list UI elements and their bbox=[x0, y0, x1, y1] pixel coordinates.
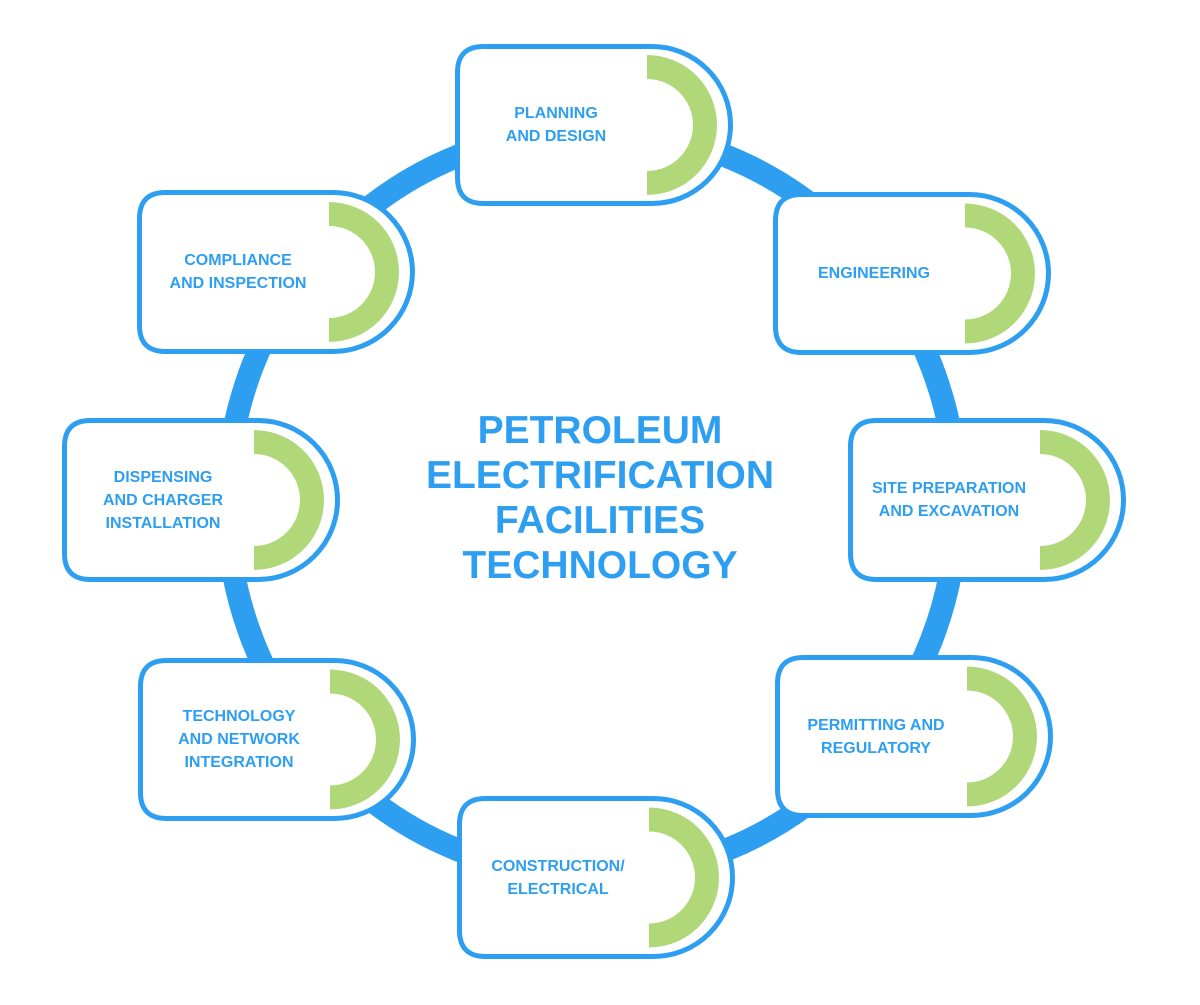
green-half-ring-icon bbox=[965, 203, 1035, 344]
stage-box-permitting bbox=[775, 655, 1053, 818]
stage-box-outline bbox=[848, 418, 1126, 582]
stage-box-outline bbox=[137, 190, 415, 354]
stage-box-engineering bbox=[773, 192, 1051, 355]
green-half-ring-icon bbox=[967, 666, 1037, 807]
stage-box-site-preparation bbox=[848, 418, 1126, 582]
green-half-ring-icon bbox=[329, 202, 399, 342]
stage-label-permitting: PERMITTING AND REGULATORY bbox=[807, 716, 945, 757]
stage-box-outline bbox=[62, 418, 340, 582]
stage-box-construction bbox=[457, 796, 735, 959]
stage-label-construction: CONSTRUCTION/ ELECTRICAL bbox=[491, 857, 625, 898]
stage-box-outline bbox=[773, 192, 1051, 355]
green-half-ring-icon bbox=[330, 669, 400, 810]
stage-label-engineering: ENGINEERING bbox=[817, 265, 930, 282]
stage-box-outline bbox=[457, 796, 735, 959]
stage-box-technology-network bbox=[138, 658, 416, 821]
stage-box-outline bbox=[138, 658, 416, 821]
stage-box-outline bbox=[775, 655, 1053, 818]
stage-label-compliance: COMPLIANCE AND INSPECTION bbox=[169, 252, 307, 292]
stage-box-outline bbox=[455, 44, 733, 206]
green-half-ring-icon bbox=[649, 807, 720, 948]
stage-box-dispensing bbox=[62, 418, 340, 582]
stage-label-planning: PLANNING AND DESIGN bbox=[505, 105, 607, 145]
stage-label-site-preparation: SITE PREPARATION AND EXCAVATION bbox=[871, 480, 1027, 520]
green-half-ring-icon bbox=[254, 430, 324, 570]
stage-box-planning bbox=[455, 44, 733, 206]
green-half-ring-icon bbox=[1040, 430, 1110, 570]
stage-box-compliance bbox=[137, 190, 415, 354]
diagram-title: PETROLEUM ELECTRIFICATION FACILITIES TEC… bbox=[425, 409, 775, 587]
stage-label-technology-network: TECHNOLOGY AND NETWORK INTEGRATION bbox=[178, 708, 300, 771]
stage-label-dispensing: DISPENSING AND CHARGER INSTALLATION bbox=[103, 468, 223, 532]
green-half-ring-icon bbox=[647, 55, 717, 195]
